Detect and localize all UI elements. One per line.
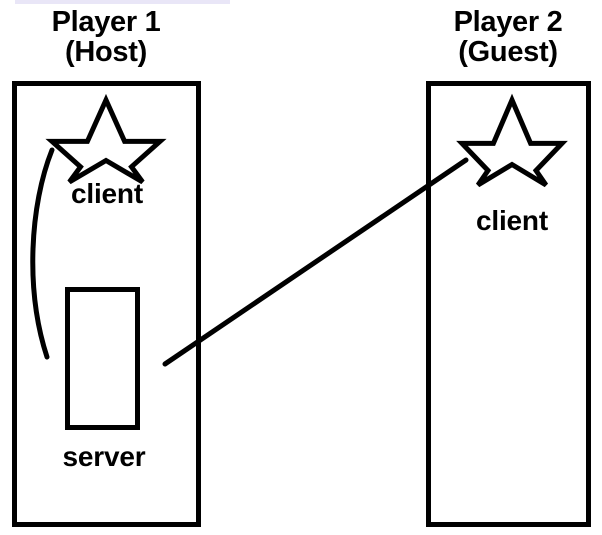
player2-title: Player 2(Guest) <box>426 6 590 68</box>
player2-title-line2: (Guest) <box>458 35 558 68</box>
player1-title-line2: (Host) <box>65 35 147 68</box>
player2-title-line1: Player 2 <box>453 6 563 38</box>
client1-label: client <box>71 178 143 209</box>
player2-panel-box <box>426 81 591 527</box>
server-label: server <box>62 441 146 472</box>
client2-star-icon <box>456 93 568 188</box>
top-accent-strip <box>15 0 230 4</box>
client2-label: client <box>476 205 548 236</box>
remote-link-connector <box>162 157 469 367</box>
player1-panel-box <box>12 81 201 527</box>
local-link-connector <box>30 147 55 360</box>
server-box <box>65 287 140 430</box>
player1-title-line1: Player 1 <box>51 6 161 38</box>
client1-star-icon <box>45 93 167 185</box>
player1-title: Player 1(Host) <box>12 6 200 68</box>
